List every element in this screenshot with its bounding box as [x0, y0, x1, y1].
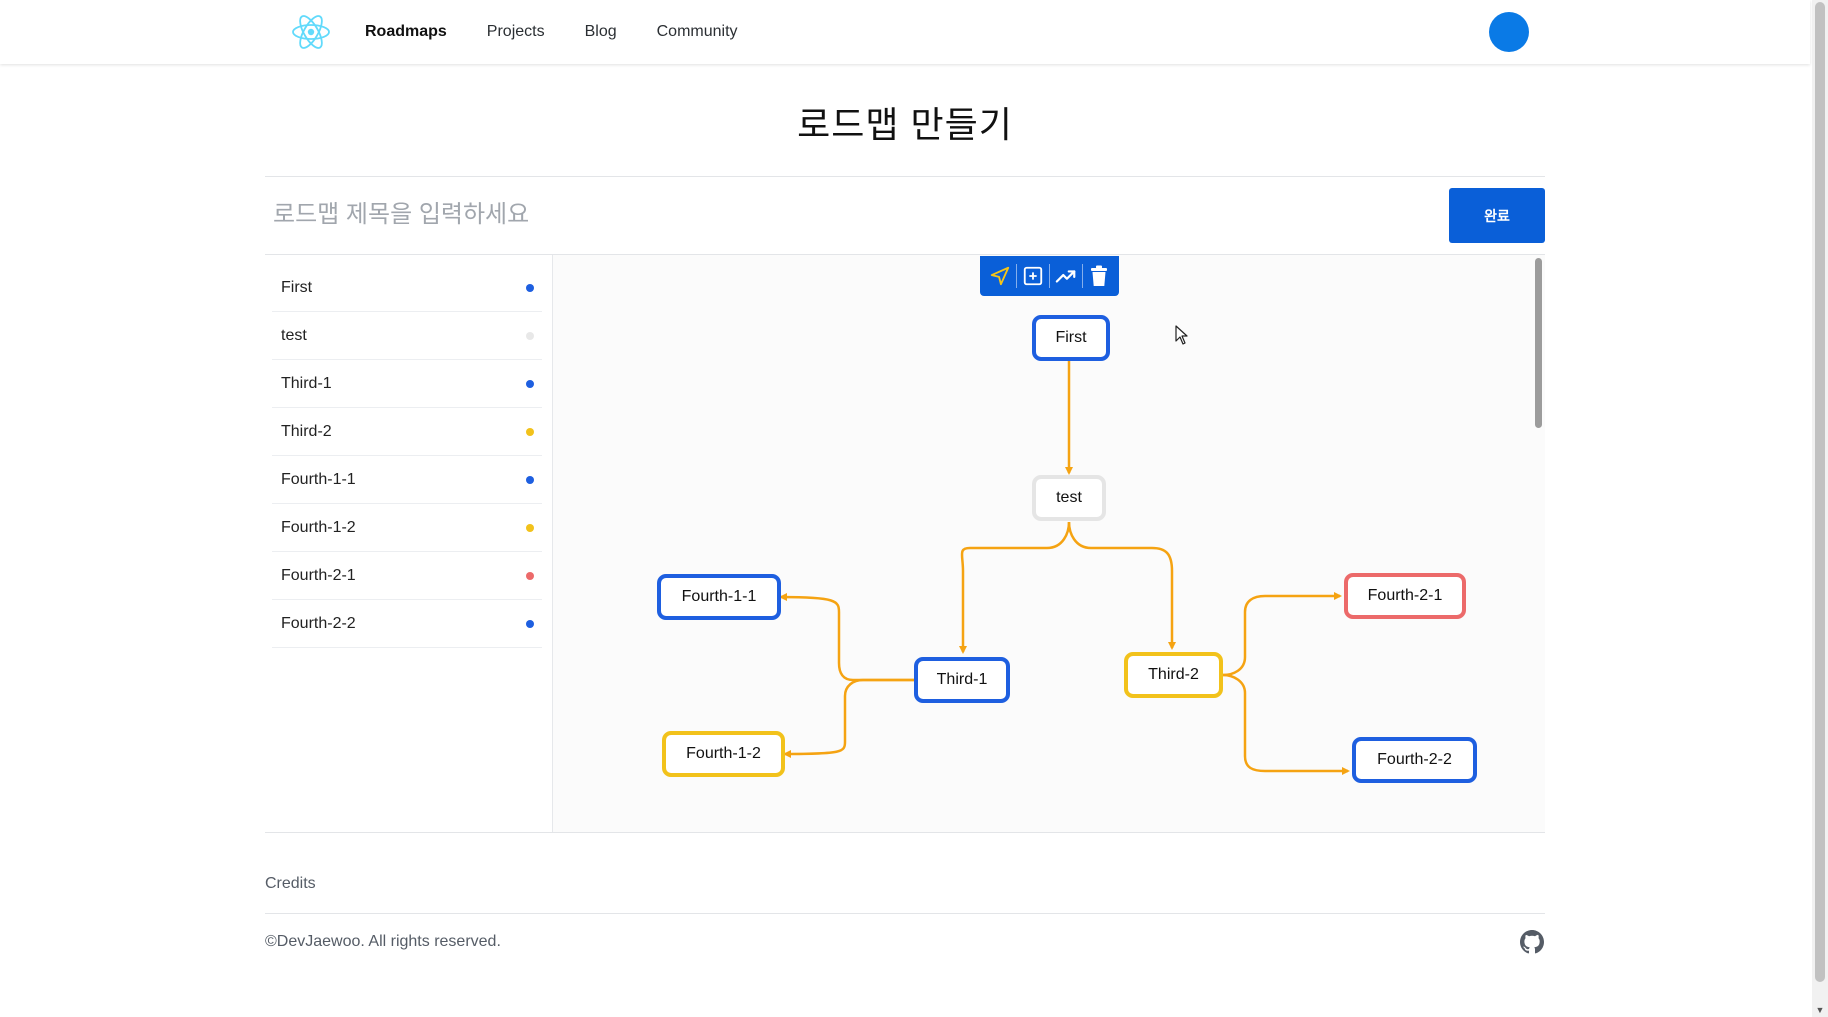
title-divider — [265, 176, 1545, 177]
status-dot — [526, 427, 534, 436]
github-icon[interactable] — [1520, 930, 1544, 954]
canvas-scrollbar[interactable] — [1535, 258, 1542, 428]
add-node-icon[interactable] — [1020, 262, 1046, 290]
edge-third1-fourth12[interactable] — [783, 678, 914, 758]
react-atom-icon[interactable] — [290, 12, 332, 52]
list-item[interactable]: First — [272, 264, 542, 312]
top-navbar: Roadmaps Projects Blog Community — [0, 0, 1810, 64]
mouse-cursor-icon — [1175, 325, 1189, 350]
page-scrollbar[interactable]: ▼ — [1812, 0, 1828, 1017]
sidebar-divider — [552, 255, 553, 832]
trash-icon[interactable] — [1086, 262, 1112, 290]
status-dot — [526, 619, 534, 628]
page-scrollbar-thumb[interactable] — [1815, 2, 1825, 982]
nav-roadmaps[interactable]: Roadmaps — [365, 23, 447, 40]
edge-third1-fourth11[interactable] — [779, 593, 914, 682]
nav-community[interactable]: Community — [656, 23, 738, 40]
list-item-label: Fourth-2-2 — [281, 614, 356, 632]
roadmap-title-input[interactable] — [265, 186, 1425, 244]
node-list: First test Third-1 Third-2 Fourth-1-1 Fo… — [272, 264, 542, 648]
canvas-toolbar — [980, 256, 1119, 296]
status-dot — [526, 475, 534, 484]
list-item[interactable]: Fourth-1-1 — [272, 456, 542, 504]
status-dot — [526, 523, 534, 532]
list-item-label: Fourth-1-2 — [281, 518, 356, 536]
status-dot — [526, 571, 534, 580]
list-item-label: test — [281, 326, 307, 344]
list-item-label: Third-1 — [281, 374, 332, 392]
editor-top-divider — [265, 254, 1545, 255]
footer-divider — [265, 913, 1545, 914]
toolbar-separator — [1082, 264, 1084, 288]
list-item[interactable]: Fourth-2-2 — [272, 600, 542, 648]
roadmap-canvas[interactable]: First test Third-1 Third-2 Fourth-1-1 Fo… — [553, 255, 1545, 832]
send-icon[interactable] — [987, 262, 1013, 290]
list-item[interactable]: Fourth-2-1 — [272, 552, 542, 600]
graph-node-fourth-1-2[interactable]: Fourth-1-2 — [662, 731, 785, 777]
list-item-label: Third-2 — [281, 422, 332, 440]
status-dot — [526, 379, 534, 388]
graph-node-fourth-2-1[interactable]: Fourth-2-1 — [1344, 573, 1466, 619]
edge-third2-fourth22[interactable] — [1222, 673, 1350, 775]
connect-edge-icon[interactable] — [1053, 262, 1079, 290]
list-item[interactable]: test — [272, 312, 542, 360]
main-nav: Roadmaps Projects Blog Community — [365, 0, 738, 64]
edge-third2-fourth21[interactable] — [1222, 592, 1342, 677]
nav-blog[interactable]: Blog — [584, 23, 617, 40]
credits-link[interactable]: Credits — [265, 875, 316, 892]
user-avatar[interactable] — [1489, 12, 1529, 52]
graph-node-first[interactable]: First — [1032, 315, 1110, 361]
toolbar-separator — [1015, 264, 1017, 288]
list-item[interactable]: Fourth-1-2 — [272, 504, 542, 552]
edge-test-third1[interactable] — [959, 521, 1071, 654]
list-item[interactable]: Third-1 — [272, 360, 542, 408]
list-item[interactable]: Third-2 — [272, 408, 542, 456]
status-dot — [526, 331, 534, 340]
graph-node-third-2[interactable]: Third-2 — [1124, 652, 1223, 698]
nav-projects[interactable]: Projects — [486, 23, 545, 40]
list-item-label: First — [281, 278, 313, 296]
graph-node-fourth-2-2[interactable]: Fourth-2-2 — [1352, 737, 1477, 783]
graph-node-test[interactable]: test — [1032, 475, 1106, 521]
copyright-text: ©DevJaewoo. All rights reserved. — [265, 933, 501, 950]
editor-bottom-divider — [265, 832, 1545, 833]
graph-node-third-1[interactable]: Third-1 — [914, 657, 1010, 703]
list-item-label: Fourth-1-1 — [281, 470, 356, 488]
status-dot — [526, 283, 534, 292]
page-title: 로드맵 만들기 — [797, 104, 1013, 145]
graph-node-fourth-1-1[interactable]: Fourth-1-1 — [657, 574, 781, 620]
toolbar-separator — [1048, 264, 1050, 288]
edge-layer — [779, 360, 1350, 775]
edge-test-third2[interactable] — [1067, 521, 1176, 650]
scroll-down-arrow-icon[interactable]: ▼ — [1815, 1005, 1825, 1015]
done-button[interactable]: 완료 — [1449, 188, 1545, 243]
list-item-label: Fourth-2-1 — [281, 566, 356, 584]
